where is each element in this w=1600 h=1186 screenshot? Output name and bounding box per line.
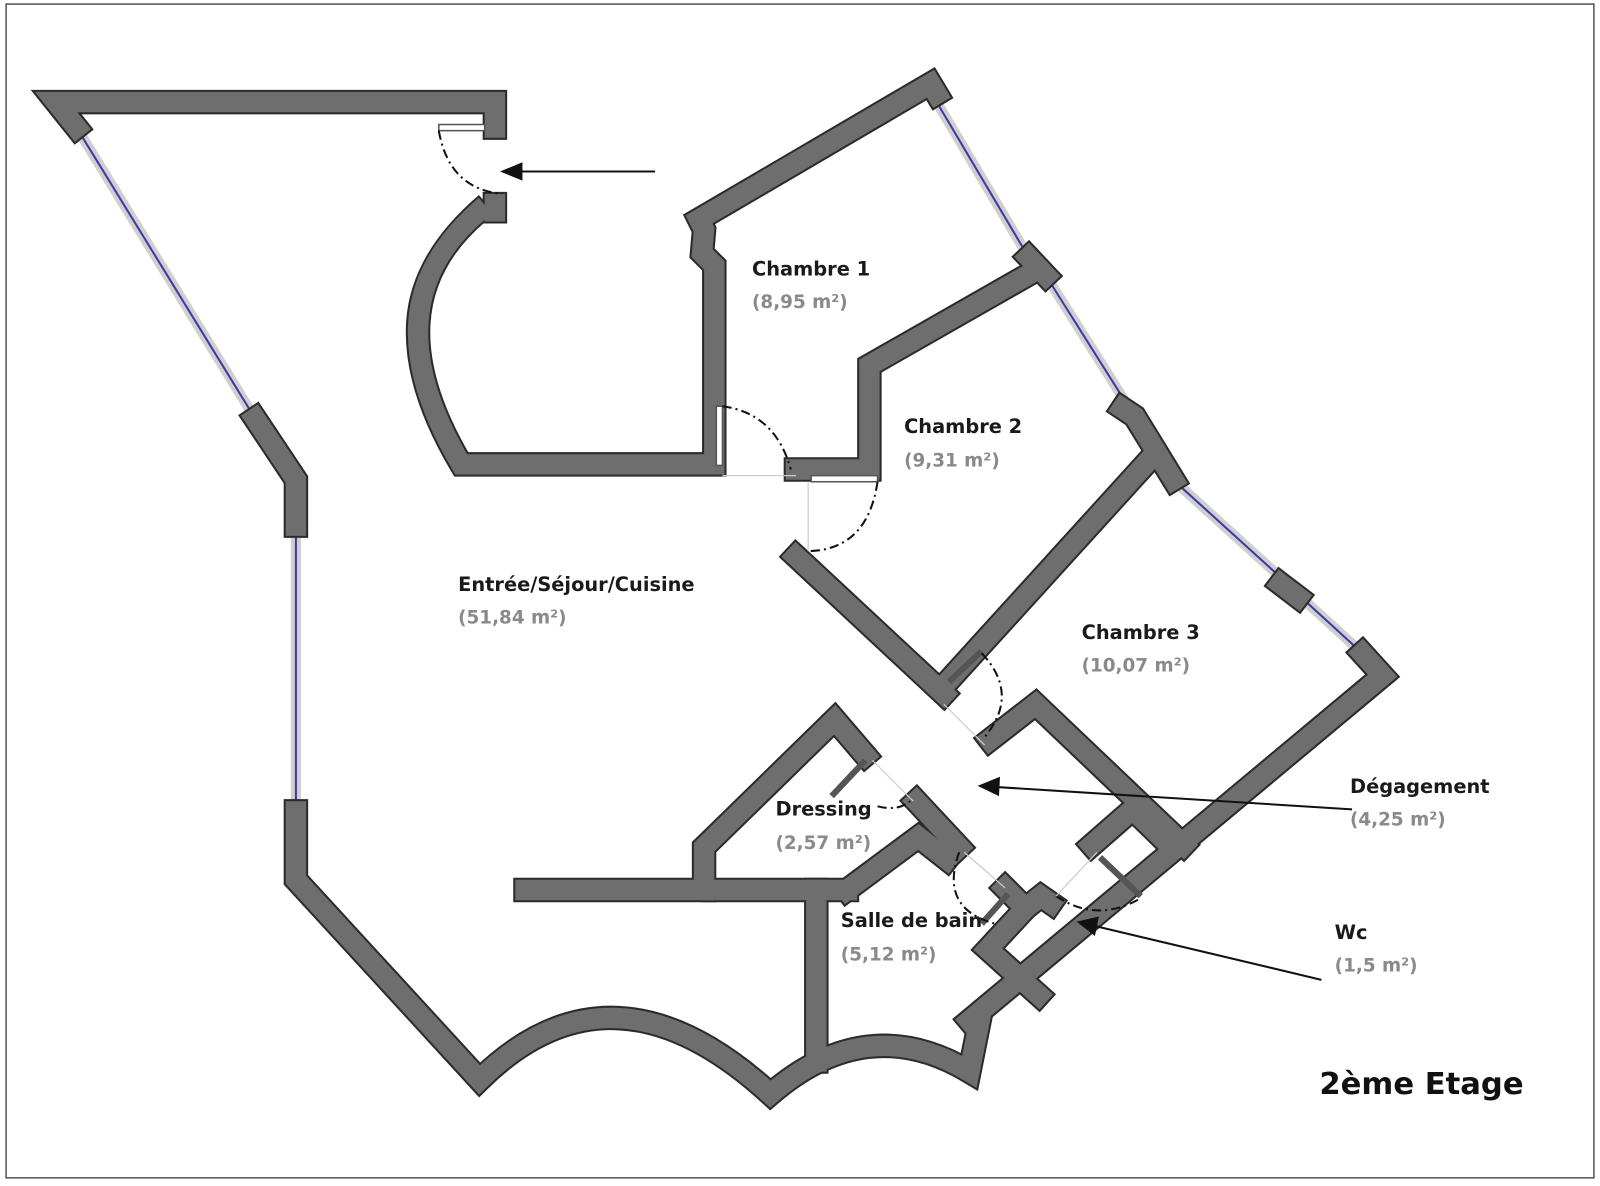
wall	[1077, 795, 1186, 862]
wall	[781, 541, 959, 709]
room-name: Chambre 3	[1082, 621, 1200, 644]
room-area: (1,5 m²)	[1335, 956, 1418, 977]
room-name: Chambre 1	[752, 258, 870, 281]
wall	[973, 893, 1054, 1010]
wall	[929, 446, 1163, 701]
room-area: (2,57 m²)	[776, 833, 872, 854]
windows	[72, 94, 1366, 812]
wall	[955, 638, 1398, 1036]
wall	[285, 801, 992, 1108]
wall	[785, 256, 1050, 480]
wall	[34, 91, 506, 142]
degagement-arrow	[994, 785, 1353, 811]
wall	[1266, 569, 1313, 612]
room-name: Dressing	[776, 798, 872, 821]
wall	[407, 69, 951, 475]
wall	[240, 404, 307, 536]
entrance-arrowhead	[500, 162, 523, 181]
room-area: (51,84 m²)	[458, 608, 566, 629]
wall	[901, 786, 974, 862]
room-name: Entrée/Séjour/Cuisine	[458, 573, 694, 596]
room-area: (4,25 m²)	[1350, 810, 1446, 831]
walls	[30, 66, 1401, 1111]
wc-arrow	[1093, 924, 1322, 981]
wall	[832, 824, 962, 905]
frame-border	[5, 3, 1595, 1179]
room-name: Dégagement	[1350, 775, 1490, 798]
room-area: (10,07 m²)	[1082, 656, 1190, 677]
room-name: Chambre 2	[904, 415, 1022, 438]
room-name: Salle de bain	[841, 909, 982, 932]
doors	[437, 123, 1143, 926]
wall	[1108, 394, 1188, 494]
floor-title: 2ème Etage	[1319, 1067, 1523, 1102]
arrows	[500, 162, 1353, 981]
room-labels: Chambre 1 (8,95 m²) Chambre 2 (9,31 m²) …	[458, 258, 1523, 1103]
room-area: (9,31 m²)	[904, 450, 1000, 471]
room-name: Wc	[1335, 921, 1368, 944]
room-area: (5,12 m²)	[841, 944, 937, 965]
wall	[515, 704, 880, 901]
room-area: (8,95 m²)	[752, 292, 848, 313]
